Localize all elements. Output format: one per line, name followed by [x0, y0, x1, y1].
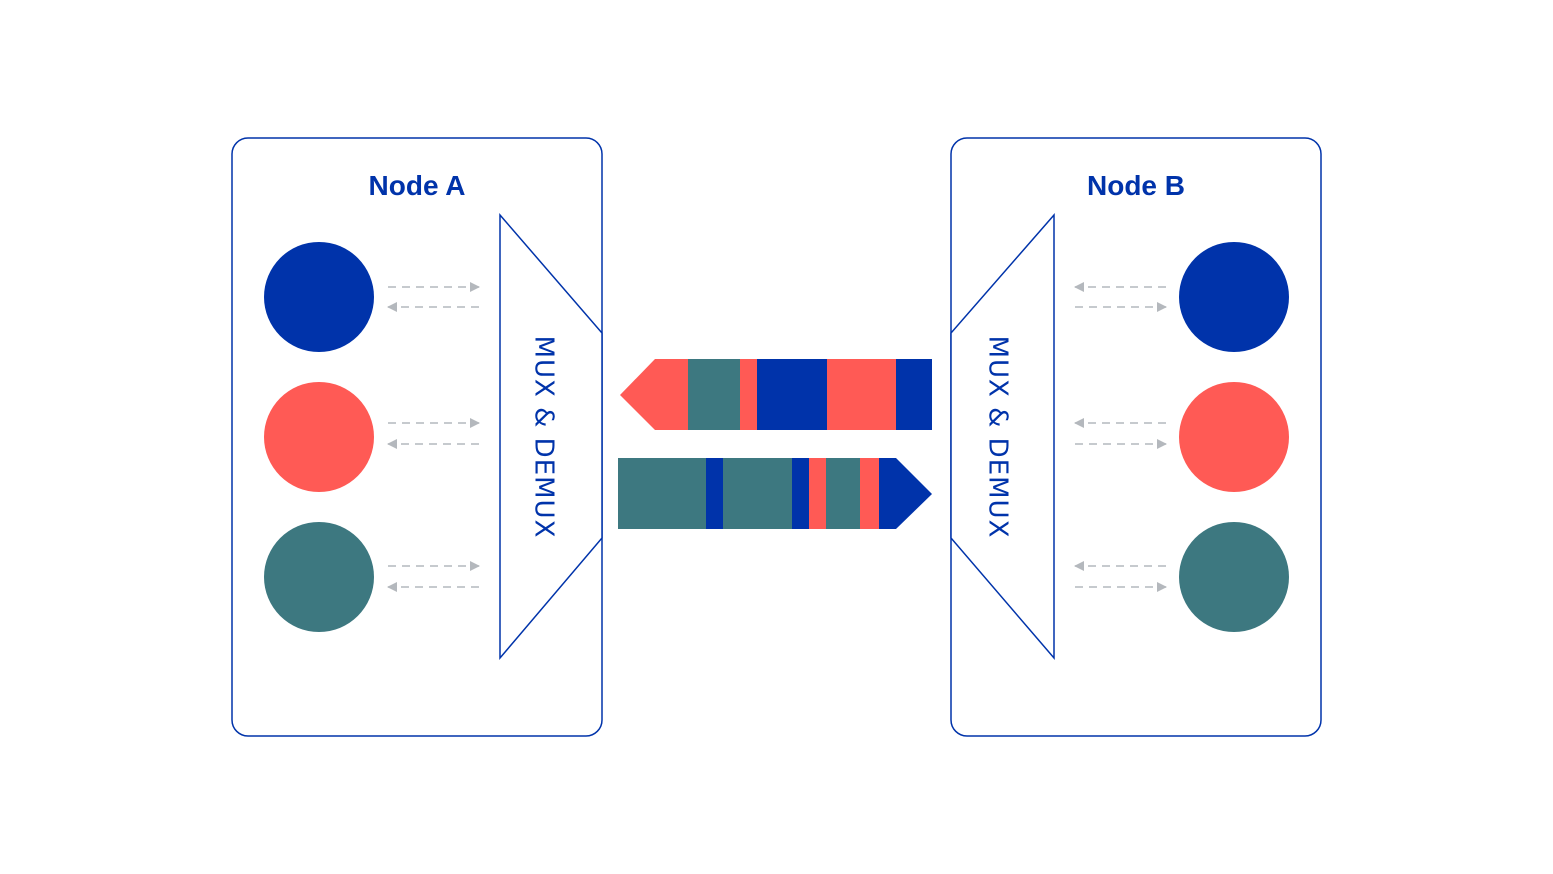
packet-segment [688, 359, 741, 430]
node-b-stream-blue [1179, 242, 1289, 352]
node-b: Node B MUX & DEMUX [950, 137, 1322, 737]
packet-segment [827, 359, 896, 430]
packet-segment [792, 458, 810, 529]
node-a: Node A MUX & DEMUX [231, 137, 603, 737]
packet-segment [740, 359, 757, 430]
link-to-node-b-arrowhead [879, 458, 932, 529]
dashed-bidirectional-arrow-icon [1074, 418, 1167, 449]
dashed-bidirectional-arrow-icon [1074, 282, 1167, 312]
packet-segment [896, 359, 932, 430]
packet-segment [809, 458, 826, 529]
link-to-node-b [618, 458, 932, 529]
dashed-bidirectional-arrow-icon [387, 282, 480, 312]
node-a-mux-shape [499, 212, 603, 661]
node-a-stream-blue [264, 242, 374, 352]
dashed-bidirectional-arrow-icon [387, 561, 480, 592]
node-b-title: Node B [1087, 170, 1185, 201]
packet-segment [826, 458, 861, 529]
node-a-title: Node A [369, 170, 466, 201]
packet-segment [618, 458, 707, 529]
node-b-stream-teal [1179, 522, 1289, 632]
link-to-node-a-arrowhead [620, 359, 690, 430]
node-a-stream-teal [264, 522, 374, 632]
node-b-mux-label: MUX & DEMUX [983, 336, 1013, 539]
packet-segment [860, 458, 880, 529]
node-b-stream-coral [1179, 382, 1289, 492]
node-b-mux-shape [950, 213, 1055, 661]
dashed-bidirectional-arrow-icon [387, 418, 480, 449]
node-a-mux-label: MUX & DEMUX [529, 336, 559, 539]
link-to-node-a [620, 359, 932, 430]
packet-segment [706, 458, 724, 529]
packet-segment [757, 359, 827, 430]
node-a-stream-coral [264, 382, 374, 492]
packet-segment [723, 458, 793, 529]
dashed-bidirectional-arrow-icon [1074, 561, 1167, 592]
